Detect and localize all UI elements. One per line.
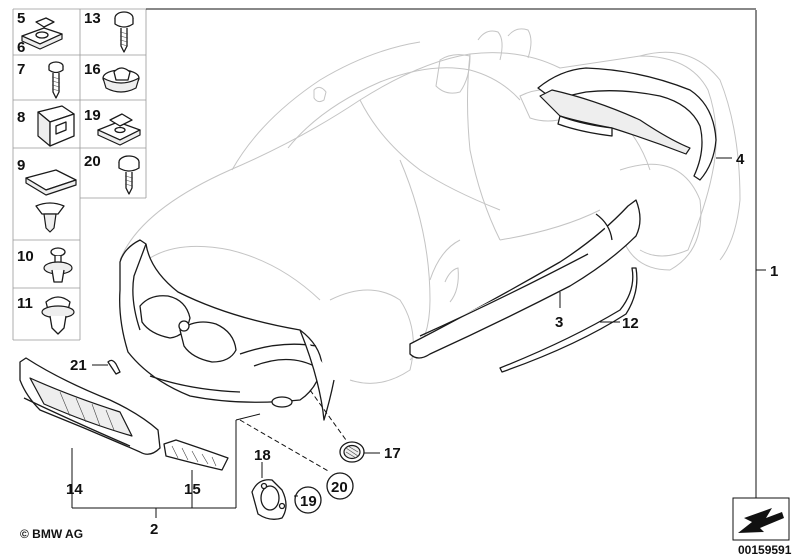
screw-icon	[118, 155, 140, 195]
legend-label-8: 8	[17, 109, 25, 126]
side-grille	[163, 439, 229, 471]
legend-label-11: 11	[17, 295, 33, 312]
side-skirt	[409, 199, 641, 359]
callout-3: 3	[555, 314, 563, 331]
fastener-legend	[12, 8, 147, 341]
callout-19: 19	[300, 493, 317, 510]
drawing-number: 00159591	[738, 543, 792, 557]
callout-circle-19	[294, 486, 322, 514]
callout-2: 2	[150, 521, 158, 538]
clip-icon	[107, 359, 121, 375]
spring-nut-icon	[97, 113, 141, 146]
front-grille	[19, 357, 161, 455]
leader-lines	[71, 8, 766, 540]
clip-nut-icon	[21, 17, 63, 50]
callout-4: 4	[736, 151, 745, 168]
callout-18: 18	[254, 447, 271, 464]
bracket-icon	[37, 105, 75, 147]
legend-label-9: 9	[17, 157, 25, 174]
legend-label-6: 6	[17, 39, 25, 56]
legend-label-10: 10	[17, 248, 34, 265]
callout-circle-20	[326, 472, 354, 500]
arrow-icon	[732, 497, 790, 541]
clip-nut-icon	[25, 169, 77, 233]
callout-21: 21	[70, 357, 87, 374]
fog-light-cover	[339, 441, 365, 463]
fog-light-housing	[251, 479, 287, 520]
legend-label-19: 19	[84, 107, 101, 124]
callout-15: 15	[184, 481, 201, 498]
screw-icon	[48, 61, 64, 99]
rear-spoiler	[537, 67, 717, 181]
callout-17: 17	[384, 445, 401, 462]
legend-label-13: 13	[84, 10, 101, 27]
callout-20: 20	[331, 479, 348, 496]
legend-label-16: 16	[84, 61, 101, 78]
legend-label-20: 20	[84, 153, 101, 170]
copyright: © BMW AG	[20, 527, 83, 541]
legend-label-5: 5	[17, 10, 25, 27]
expanding-rivet-icon	[43, 247, 73, 283]
screw-icon	[114, 11, 134, 53]
expanding-rivet-icon	[41, 296, 75, 335]
callout-1: 1	[770, 263, 778, 280]
front-bumper	[119, 239, 335, 421]
trim-strip	[499, 267, 638, 373]
callout-14: 14	[66, 481, 83, 498]
expanding-rivet-icon	[102, 67, 140, 93]
callout-12: 12	[622, 315, 639, 332]
legend-label-7: 7	[17, 61, 25, 78]
